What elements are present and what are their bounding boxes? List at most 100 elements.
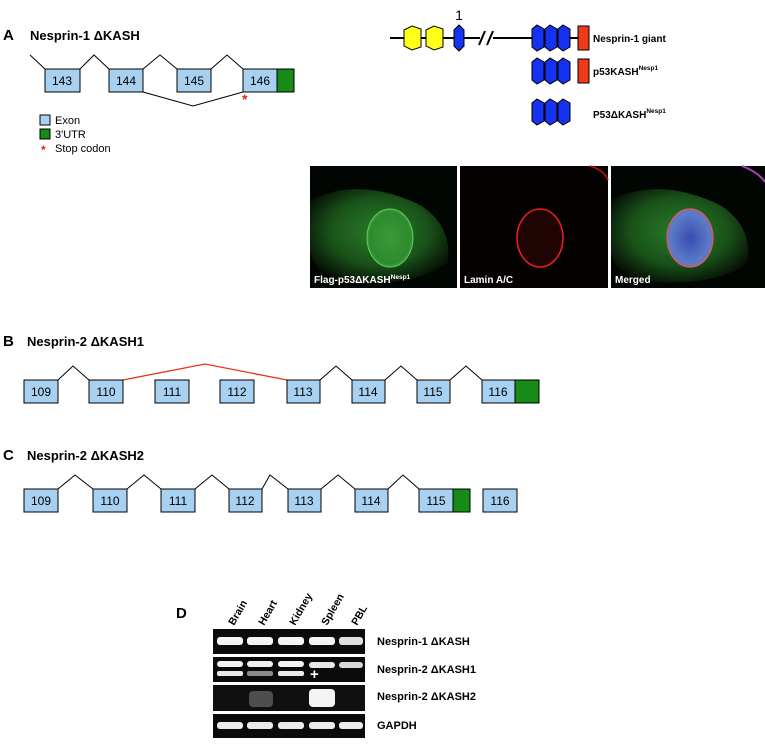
micrograph-label-lamin: Lamin A/C: [464, 275, 513, 286]
gel-band: [339, 722, 363, 729]
panel-b-exons: [23, 379, 540, 404]
utr-box: [276, 68, 295, 93]
lane-label: PBL: [349, 603, 370, 628]
panel-c-letter: C: [3, 447, 14, 464]
blue-domain: [531, 98, 545, 126]
stop-codon-marker: *: [242, 91, 248, 107]
gel-row-nesprin2-kash2: Nesprin-2 ΔKASH2: [213, 685, 476, 711]
exon-box: [228, 488, 263, 513]
exon-box: [416, 379, 451, 404]
exon-box: [108, 68, 144, 93]
micrograph-merged: Merged: [611, 165, 765, 288]
exon-label: 145: [184, 74, 204, 88]
panel-c-title: Nesprin-2 ΔKASH2: [27, 448, 144, 463]
yellow-domain: [425, 25, 444, 51]
panel-a-splice-lines: [29, 54, 244, 107]
exon-label: 116: [490, 494, 509, 508]
legend-exon-label: Exon: [55, 115, 80, 127]
panel-c-exons: [23, 488, 518, 513]
exon-label: 112: [227, 385, 246, 399]
gel-band: [309, 722, 335, 729]
kash-domain: [577, 58, 590, 84]
exon-label: 113: [293, 385, 312, 399]
lane-label: Heart: [256, 598, 280, 628]
domain-diagram: 1 Nesprin-1 giant p53KASHNesp1 P53ΔKASHN…: [390, 7, 666, 126]
exon-label: 113: [294, 494, 313, 508]
exon-box: [160, 488, 196, 513]
exon-box: [23, 488, 59, 513]
gel-band: [309, 689, 335, 707]
exon-box: [287, 488, 322, 513]
legend-stop-symbol: *: [41, 143, 46, 157]
gel-band: [278, 661, 304, 667]
gel-band: [249, 691, 273, 707]
gel-plus-mark: +: [310, 666, 319, 683]
legend-exon-swatch: [39, 114, 51, 126]
micrograph-flag: Flag-p53ΔKASHNesp1: [310, 166, 457, 288]
blue-domain: [453, 24, 465, 52]
exon-box: [23, 379, 59, 404]
construct-label-p53dkash: P53ΔKASHNesp1: [593, 108, 666, 121]
exon-label: 115: [426, 494, 445, 508]
construct-label-giant: Nesprin-1 giant: [593, 34, 666, 45]
micrograph-label-merged: Merged: [615, 275, 651, 286]
gel-band: [247, 637, 273, 645]
exon-box: [482, 488, 518, 513]
exon-label: 144: [116, 74, 136, 88]
exon-label: 110: [96, 385, 115, 399]
panel-b-splice-lines: [57, 365, 483, 381]
blue-domain: [557, 98, 571, 126]
exon-label: 109: [31, 385, 51, 399]
blue-domain: [531, 24, 545, 52]
exon-box: [351, 379, 386, 404]
exon-label: 114: [358, 385, 377, 399]
panel-a-letter: A: [3, 27, 14, 44]
skip-line: [122, 363, 288, 381]
gel-band: [217, 637, 243, 645]
domain-number: 1: [455, 7, 463, 23]
gel-band: [278, 637, 304, 645]
break-mark: [486, 30, 494, 46]
exon-box: [44, 68, 81, 93]
gel-band: [217, 661, 243, 667]
exon-label: 111: [169, 494, 188, 508]
exon-label: 110: [100, 494, 119, 508]
micrograph-label-flag: Flag-p53ΔKASHNesp1: [314, 274, 411, 286]
exon-box: [88, 379, 124, 404]
utr-box: [514, 379, 540, 404]
panel-c-splice-lines: [57, 474, 420, 490]
kash-domain: [577, 25, 590, 51]
yellow-domain: [403, 25, 422, 51]
panel-b-title: Nesprin-2 ΔKASH1: [27, 334, 144, 349]
blue-domain: [544, 57, 558, 85]
gel-row-nesprin1: Nesprin-1 ΔKASH: [213, 629, 470, 654]
gel-row-gapdh: GAPDH: [213, 714, 417, 738]
gel-band: [309, 637, 335, 645]
panel-a-exons: [44, 68, 295, 93]
lane-label: Spleen: [319, 592, 347, 628]
gel-row-label: Nesprin-2 ΔKASH1: [377, 664, 476, 676]
exon-label: 112: [235, 494, 254, 508]
gel-band: [217, 722, 243, 729]
gel-row-label: Nesprin-1 ΔKASH: [377, 636, 470, 648]
utr-box: [452, 488, 471, 513]
gel-band: [217, 671, 243, 676]
gel-band: [278, 671, 304, 676]
blue-domain: [531, 57, 545, 85]
legend-utr-label: 3'UTR: [55, 129, 86, 141]
exon-label: 143: [52, 74, 72, 88]
break-mark: [478, 30, 486, 46]
exon-label: 115: [423, 385, 442, 399]
exon-label: 116: [488, 385, 507, 399]
micrograph-lamin: Lamin A/C: [460, 165, 609, 288]
gel-row-label: Nesprin-2 ΔKASH2: [377, 691, 476, 703]
legend-stop-label: Stop codon: [55, 143, 111, 155]
panel-a-title: Nesprin-1 ΔKASH: [30, 28, 140, 43]
exon-box: [154, 379, 190, 404]
gel-band: [278, 722, 304, 729]
exon-label: 111: [163, 385, 182, 399]
exon-label: 146: [250, 74, 270, 88]
gel-band: [247, 661, 273, 667]
gel-band: [309, 662, 335, 668]
